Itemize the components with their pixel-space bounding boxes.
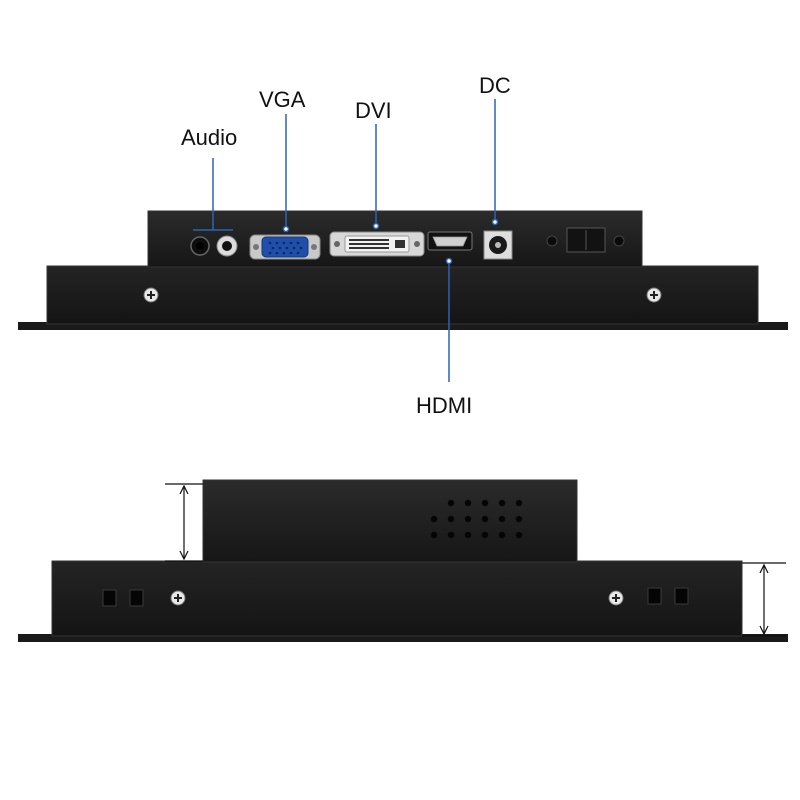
screw-icon bbox=[170, 590, 186, 606]
vent-grid-icon bbox=[430, 499, 523, 539]
side-body bbox=[51, 560, 743, 637]
screw-icon bbox=[608, 590, 624, 606]
mount-slots bbox=[102, 587, 689, 607]
screw-icon bbox=[143, 287, 159, 303]
dc-port bbox=[483, 230, 513, 260]
side-flange bbox=[18, 634, 788, 642]
dvi-port bbox=[329, 231, 425, 257]
rear-flange bbox=[18, 322, 788, 330]
vga-port bbox=[249, 234, 321, 260]
hdmi-port bbox=[427, 231, 473, 251]
hdmi-label: HDMI bbox=[416, 393, 473, 418]
mount-hole bbox=[546, 235, 558, 247]
vga-label: VGA bbox=[259, 87, 306, 112]
rear-panel-view bbox=[18, 99, 788, 382]
rear-housing bbox=[202, 479, 578, 563]
side-profile-view bbox=[18, 479, 788, 642]
audio-label: Audio bbox=[181, 125, 238, 150]
screw-icon bbox=[646, 287, 662, 303]
rear-body bbox=[46, 265, 759, 325]
mount-hole bbox=[613, 235, 625, 247]
dvi-label: DVI bbox=[355, 98, 392, 123]
dc-label: DC bbox=[479, 73, 511, 98]
dimension-markers bbox=[165, 483, 786, 637]
audio-port bbox=[190, 235, 238, 257]
leader-lines bbox=[193, 99, 499, 382]
